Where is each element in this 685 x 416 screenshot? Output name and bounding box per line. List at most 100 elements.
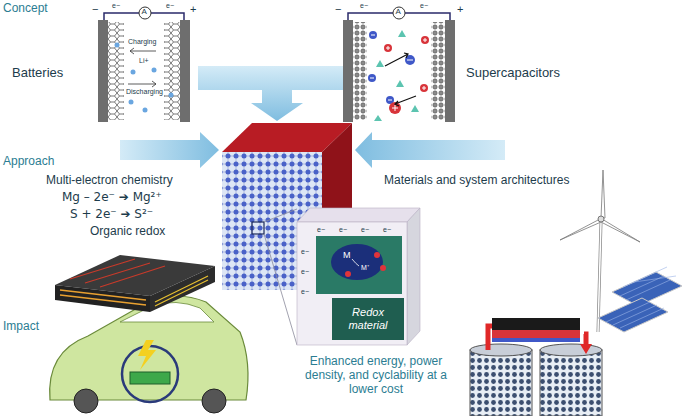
zoom-cube-part: [380, 265, 386, 271]
ammeter-letter: A: [142, 7, 147, 16]
battery-illustration-part: [130, 48, 156, 54]
supercapacitor-illustration-part-part: [398, 30, 406, 37]
approach-text: Organic redox: [90, 225, 165, 239]
metal-symbol: M: [343, 250, 351, 260]
battery-caption: Batteries: [12, 66, 63, 81]
supercapacitor-illustration-part-part: [386, 38, 427, 111]
material-cube-part: [264, 209, 297, 345]
zoom-cube-part: [374, 252, 380, 258]
grid-storage-illustration-part: [601, 219, 640, 242]
node-text: Supercapacitors: [466, 66, 560, 81]
electron-label: e−: [420, 2, 428, 10]
section-label: Approach: [3, 155, 54, 169]
redox-material-panel: Redox material: [332, 298, 404, 340]
grid-storage-illustration-part: [470, 344, 532, 356]
terminal-sign: −: [335, 3, 341, 16]
supercapacitor-illustration-part: [368, 31, 415, 104]
car-illustration-part: [202, 389, 226, 413]
supercapacitor-illustration-part-part: [396, 80, 404, 87]
battery-illustration-part: [108, 22, 124, 120]
electron-label: e−: [301, 248, 309, 256]
equation: Mg – 2e⁻ ➔ Mg²⁺: [62, 191, 162, 205]
supercapacitor-illustration-part: [431, 22, 445, 120]
grid-storage-illustration-part: [492, 318, 580, 330]
battery-illustration-part: [169, 93, 174, 98]
battery-illustration-part: [129, 100, 134, 105]
grid-storage-illustration-part: [620, 267, 676, 300]
grid-storage-illustration-part: [598, 222, 601, 332]
electron-label: e−: [383, 226, 391, 234]
car-illustration-part: [60, 290, 146, 305]
flow-arrows-part: [120, 132, 219, 168]
grid-storage-illustration-part: [540, 350, 602, 416]
ion-symbol: M⁺: [361, 264, 369, 272]
grid-storage-illustration-part: [606, 302, 664, 328]
section-label: Impact: [3, 320, 39, 334]
supercapacitor-illustration-part-part: [374, 115, 382, 121]
car-illustration-part: [74, 389, 98, 413]
supercapacitor-illustration-part-part: [370, 35, 413, 100]
zoom-cube-part: [297, 208, 420, 222]
car-illustration-part: [150, 266, 215, 312]
process-label: Discharging: [126, 88, 163, 96]
section-label: Concept: [3, 2, 48, 16]
battery-illustration-part: [139, 7, 151, 19]
battery-illustration: [98, 7, 190, 122]
grid-storage-illustration-part: [560, 219, 601, 240]
grid-storage-illustration-part: [470, 350, 532, 416]
zoom-cube-part: [331, 244, 383, 280]
grid-storage-illustration-part: [598, 222, 601, 332]
impact-caption: Enhanced energy, power density, and cycl…: [290, 355, 462, 396]
grid-storage-illustration-part: [601, 170, 605, 218]
supercapacitor-illustration-part: [370, 35, 427, 111]
equation: S + 2e⁻ ➔ S²⁻: [70, 208, 153, 222]
supercapacitor-illustration-part: [343, 20, 353, 122]
zoom-cube-part: [407, 208, 420, 345]
supercapacitor-illustration: [343, 7, 455, 122]
supercapacitor-illustration-part: [353, 22, 367, 120]
electron-label: e−: [339, 226, 347, 234]
supercapacitor-illustration-part: [393, 7, 405, 19]
supercapacitor-illustration-part: [445, 20, 455, 122]
electron-label: e−: [317, 226, 325, 234]
electron-label: e−: [301, 288, 309, 296]
ion-label: Li+: [139, 57, 149, 65]
car-illustration-part: [70, 259, 165, 287]
battery-illustration-part: [164, 22, 180, 120]
battery-illustration-part: [115, 43, 120, 48]
grid-storage-illustration-part: [492, 338, 580, 342]
electron-label: e−: [112, 2, 120, 10]
car-illustration-part: [155, 276, 208, 306]
supercapacitor-illustration-part-part: [376, 60, 384, 67]
car-illustration-part: [130, 372, 170, 384]
terminal-sign: −: [92, 3, 98, 16]
flow-arrows-part: [198, 66, 343, 121]
zoom-cube-part: [352, 259, 359, 266]
supercapacitor-illustration-part: [374, 30, 419, 121]
process-label: Charging: [128, 38, 156, 46]
grid-storage-illustration-part: [540, 344, 602, 356]
supercapacitor-illustration-part-part: [411, 105, 419, 112]
car-illustration: [50, 255, 248, 413]
grid-storage-illustration-part: [598, 216, 604, 222]
terminal-sign: +: [190, 3, 196, 16]
battery-illustration-part: [128, 81, 156, 87]
approach-text: Multi-electron chemistry: [46, 174, 173, 188]
electron-label: e−: [360, 2, 368, 10]
electron-label: e−: [361, 226, 369, 234]
battery-illustration-part: [98, 20, 108, 122]
zoom-cube-part: [316, 236, 402, 294]
battery-illustration-part: [180, 20, 190, 122]
terminal-sign: +: [457, 3, 463, 16]
battery-illustration-part: [152, 68, 157, 73]
electron-label: e−: [301, 268, 309, 276]
supercapacitor-illustration-part: [385, 53, 408, 66]
supercapacitor-illustration-part: [384, 36, 429, 114]
flow-arrows-part: [355, 132, 505, 168]
node-text: Redox material: [336, 306, 400, 331]
ammeter-letter: A: [396, 7, 401, 16]
zoom-cube-part: [297, 222, 407, 345]
grid-storage-illustration-part: [488, 326, 586, 350]
grid-storage-illustration-part: [580, 344, 592, 354]
